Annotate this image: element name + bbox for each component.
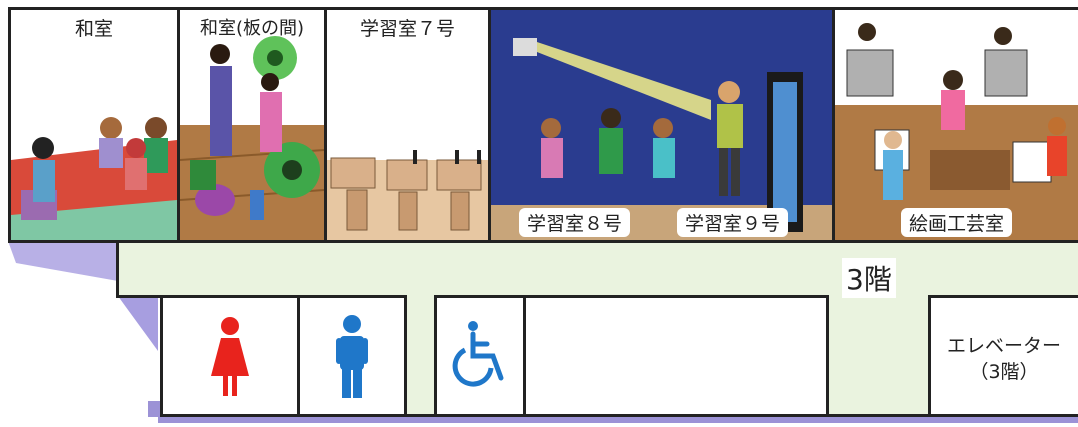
gakushu89-illustration <box>491 38 832 240</box>
room-tag-kaiga: 絵画工芸室 <box>901 208 1013 237</box>
male-restroom-icon <box>336 315 368 398</box>
room-name: 和室 <box>74 18 113 40</box>
room-name: 学習室７号 <box>359 18 455 40</box>
room-tag-gakushu-8: 学習室８号 <box>519 208 631 237</box>
floor-label: 3階 <box>842 258 896 298</box>
room-gakushu-8-9[interactable]: 学習室８号 学習室９号 <box>488 7 835 243</box>
female-restroom-icon <box>211 317 249 396</box>
storage-room[interactable] <box>523 295 829 417</box>
kaiga-illustration <box>835 23 1078 240</box>
room-kaiga-kougei[interactable]: 絵画工芸室 <box>832 7 1078 243</box>
elevator-label-line1: エレベーター <box>946 335 1061 357</box>
womens-restroom[interactable] <box>160 295 300 417</box>
room-washitsu[interactable]: 和室 <box>8 7 180 243</box>
washitsu-illustration <box>11 117 177 240</box>
room-tag-gakushu-9: 学習室９号 <box>677 208 789 237</box>
mens-restroom[interactable] <box>297 295 407 417</box>
itanoma-illustration <box>180 36 324 240</box>
gakushu7-illustration <box>327 150 488 240</box>
corridor <box>116 240 1078 298</box>
room-name: 和室(板の間) <box>199 18 305 39</box>
elevator-label-line2: （3階） <box>969 361 1039 383</box>
elevator[interactable] <box>928 295 1078 417</box>
elevator-label: エレベーター （3階） <box>930 333 1078 385</box>
room-gakushu-7[interactable]: 学習室７号 <box>324 7 491 243</box>
accessible-restroom[interactable] <box>434 295 526 417</box>
wheelchair-icon <box>452 321 504 387</box>
room-washitsu-itanoma[interactable]: 和室(板の間) <box>177 7 327 243</box>
